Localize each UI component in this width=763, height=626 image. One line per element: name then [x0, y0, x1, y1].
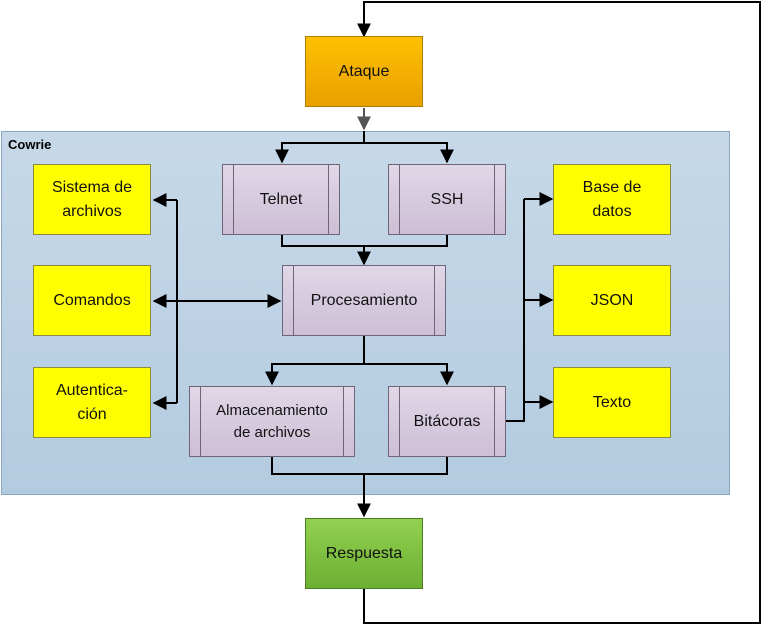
container-label: Cowrie [8, 137, 52, 152]
telnet-node: Telnet [222, 164, 340, 235]
sistema-label-line2: archivos [62, 202, 122, 220]
comandos-node: Comandos [33, 265, 151, 336]
procesamiento-node: Procesamiento [282, 265, 446, 336]
respuesta-label: Respuesta [325, 544, 403, 562]
comandos-label: Comandos [53, 291, 131, 309]
bitacoras-node: Bitácoras [388, 386, 506, 457]
almacenamiento-label-line1: Almacenamiento [216, 401, 328, 419]
autenticacion-node: Autentica- ción [33, 367, 151, 438]
base-datos-node: Base de datos [553, 164, 671, 235]
autenticacion-label-line2: ción [77, 405, 107, 423]
texto-label: Texto [592, 393, 632, 411]
procesamiento-label: Procesamiento [310, 291, 418, 309]
telnet-label: Telnet [259, 190, 303, 208]
ataque-label: Ataque [338, 62, 390, 80]
almacenamiento-label-line2: de archivos [233, 423, 311, 441]
texto-node: Texto [553, 367, 671, 438]
ssh-node: SSH [388, 164, 506, 235]
json-label: JSON [590, 291, 634, 309]
base-label-line2: datos [592, 202, 632, 220]
autenticacion-label-line1: Autentica- [55, 382, 129, 400]
respuesta-node: Respuesta [305, 518, 423, 589]
sistema-archivos-node: Sistema de archivos [33, 164, 151, 235]
sistema-label-line1: Sistema de [51, 179, 133, 197]
almacenamiento-node: Almacenamiento de archivos [189, 386, 355, 457]
base-label-line1: Base de [582, 179, 642, 197]
ssh-label: SSH [430, 190, 464, 208]
ataque-node: Ataque [305, 36, 423, 107]
json-node: JSON [553, 265, 671, 336]
bitacoras-label: Bitácoras [413, 412, 481, 430]
